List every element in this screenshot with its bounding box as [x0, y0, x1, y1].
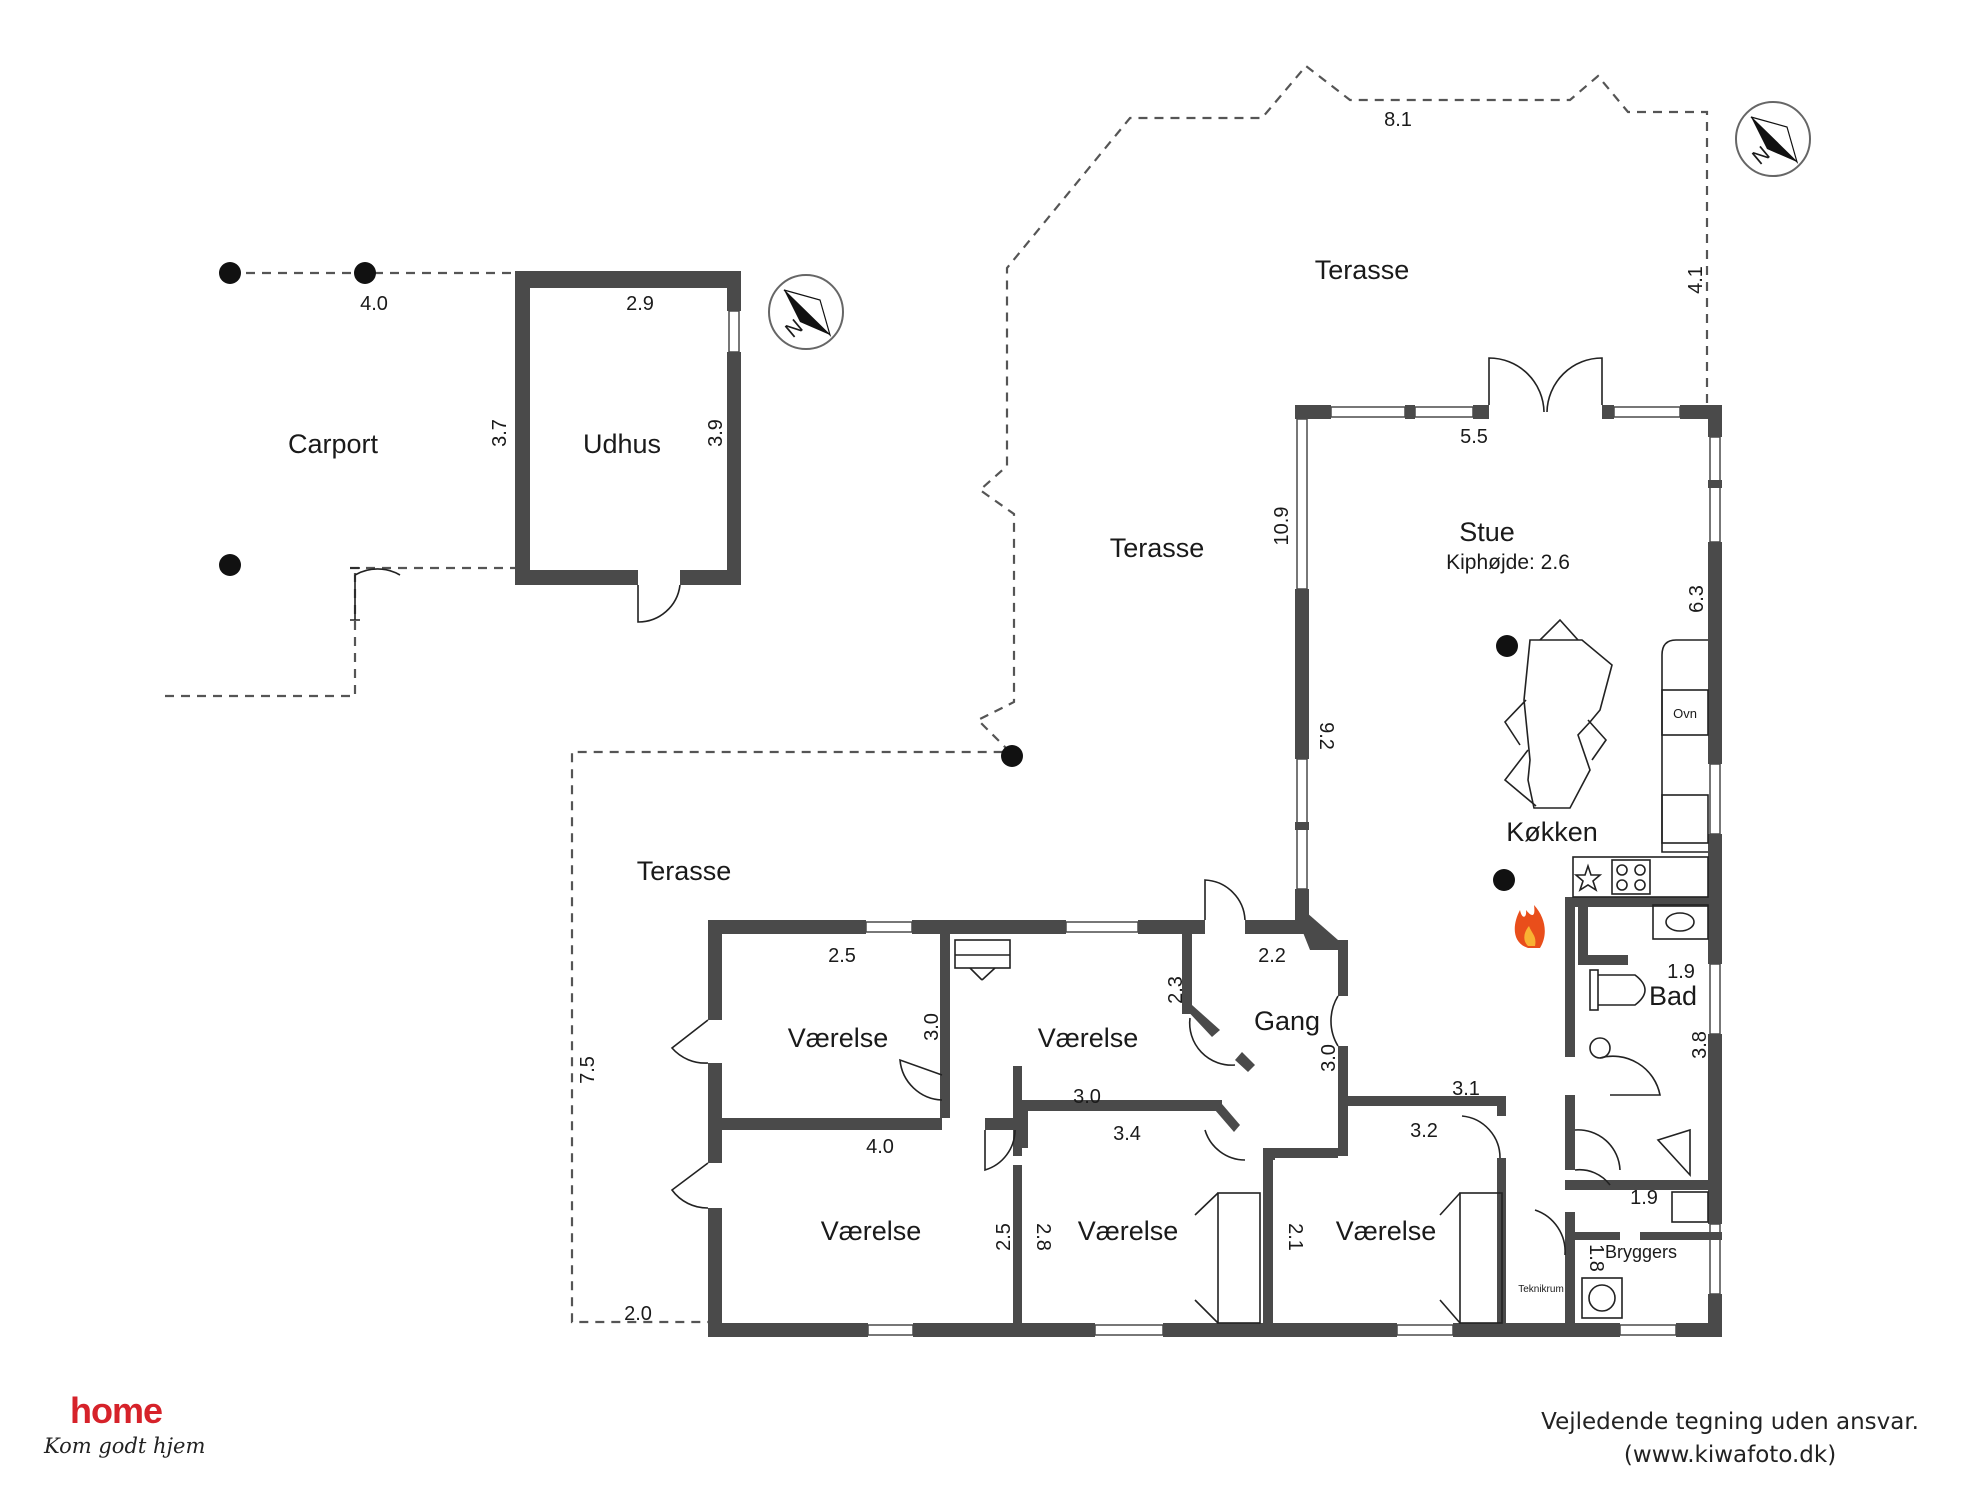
svg-text:6.3: 6.3: [1686, 585, 1708, 613]
svg-text:3.1: 3.1: [1452, 1078, 1480, 1100]
room-vaerelse-4: Værelse: [1078, 1216, 1179, 1246]
room-carport: Carport: [288, 429, 379, 459]
svg-text:4.0: 4.0: [866, 1136, 894, 1158]
svg-text:2.5: 2.5: [993, 1223, 1015, 1251]
svg-text:2.3: 2.3: [1165, 976, 1187, 1004]
stue-kiphojde: Kiphøjde: 2.6: [1446, 551, 1570, 574]
doors: [670, 357, 1691, 1256]
svg-text:4.1: 4.1: [1685, 266, 1707, 294]
svg-text:2.8: 2.8: [1032, 1223, 1054, 1251]
svg-text:2.1: 2.1: [1284, 1223, 1306, 1251]
svg-text:3.8: 3.8: [1689, 1031, 1711, 1059]
room-udhus: Udhus: [583, 429, 661, 459]
room-labels: Carport Udhus Terasse Terasse Terasse St…: [288, 255, 1697, 1295]
svg-text:1.9: 1.9: [1630, 1187, 1658, 1209]
room-terasse-top: Terasse: [1315, 255, 1410, 285]
oven-label: Ovn: [1673, 706, 1697, 721]
svg-text:3.0: 3.0: [921, 1013, 943, 1041]
disclaimer-line-1: Vejledende tegning uden ansvar.: [1541, 1409, 1919, 1435]
svg-text:3.0: 3.0: [1318, 1044, 1340, 1072]
room-terasse-mid: Terasse: [1110, 533, 1205, 563]
svg-text:3.2: 3.2: [1410, 1120, 1438, 1142]
svg-text:2.5: 2.5: [828, 945, 856, 967]
room-vaerelse-5: Værelse: [1336, 1216, 1437, 1246]
svg-text:5.5: 5.5: [1460, 426, 1488, 448]
dimension-labels: 4.0 2.9 3.7 3.9 8.1 4.1 5.5 10.9 6.3 9.2…: [360, 109, 1711, 1325]
room-vaerelse-2: Værelse: [1038, 1023, 1139, 1053]
room-kokken: Køkken: [1506, 817, 1598, 847]
svg-text:9.2: 9.2: [1315, 722, 1337, 750]
brand-tagline: Kom godt hjem: [44, 1434, 206, 1458]
room-vaerelse-1: Værelse: [788, 1023, 889, 1053]
fixtures: [954, 618, 1709, 1324]
room-gang: Gang: [1254, 1006, 1320, 1036]
svg-text:10.9: 10.9: [1271, 507, 1293, 546]
room-teknikrum: Teknikrum: [1518, 1284, 1564, 1295]
room-bad: Bad: [1649, 981, 1697, 1011]
disclaimer: Vejledende tegning uden ansvar. (www.kiw…: [1541, 1406, 1919, 1472]
terrace-outline: [165, 64, 1709, 1324]
room-bryggers: Bryggers: [1605, 1242, 1677, 1262]
brand-name: home: [70, 1390, 163, 1431]
carport-posts: [219, 262, 401, 621]
svg-text:3.7: 3.7: [489, 419, 511, 447]
room-vaerelse-3: Værelse: [821, 1216, 922, 1246]
disclaimer-line-2: (www.kiwafoto.dk): [1623, 1442, 1837, 1468]
svg-text:7.5: 7.5: [577, 1056, 599, 1084]
compass-icon: N: [1735, 101, 1811, 177]
svg-text:3.9: 3.9: [705, 419, 727, 447]
svg-text:3.0: 3.0: [1073, 1086, 1101, 1108]
svg-text:1.9: 1.9: [1667, 961, 1695, 983]
svg-text:3.4: 3.4: [1113, 1123, 1141, 1145]
svg-text:1.8: 1.8: [1585, 1244, 1607, 1272]
svg-text:8.1: 8.1: [1384, 109, 1412, 131]
home-logo: home Kom godt hjem: [40, 1388, 220, 1468]
udhus-walls: [515, 271, 741, 623]
fireplace-icon: [1514, 905, 1545, 948]
room-stue: Stue: [1459, 517, 1515, 547]
svg-text:4.0: 4.0: [360, 293, 388, 315]
svg-text:2.2: 2.2: [1258, 945, 1286, 967]
room-terasse-left: Terasse: [637, 856, 732, 886]
svg-text:2.9: 2.9: [626, 293, 654, 315]
house-walls: [708, 405, 1722, 1337]
svg-text:2.0: 2.0: [624, 1303, 652, 1325]
compass-icon: N: [768, 274, 844, 350]
